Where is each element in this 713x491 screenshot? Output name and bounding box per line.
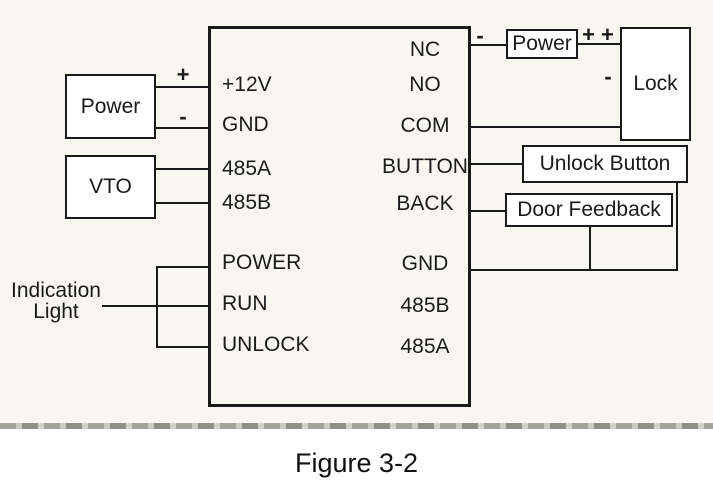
terminal-com: COM (400, 114, 450, 137)
terminal-run-led: RUN (222, 292, 268, 315)
wire-power-minus (156, 127, 208, 129)
lock-power-label: Power (512, 32, 572, 55)
wire-power-to-lock (578, 43, 620, 45)
wire-led-run (102, 305, 208, 307)
controller-box (208, 26, 471, 407)
wire-485b (156, 202, 208, 204)
wire-led-bracket (156, 266, 158, 348)
lock-label: Lock (633, 72, 678, 95)
wire-back (471, 210, 505, 212)
door-feedback-box: Door Feedback (505, 193, 673, 227)
figure-caption: Figure 3-2 (294, 448, 419, 478)
unlock-button-label: Unlock Button (539, 152, 671, 175)
terminal-gnd-right: GND (401, 252, 449, 275)
polarity-power-plus: + (176, 62, 190, 87)
door-feedback-label: Door Feedback (517, 198, 661, 221)
terminal-485a-right: 485A (400, 335, 450, 358)
unlock-button-box: Unlock Button (522, 145, 688, 183)
diagram-page: +12V GND 485A 485B POWER RUN UNLOCK NC N… (0, 0, 713, 423)
terminal-unlock-led: UNLOCK (222, 333, 310, 356)
indication-light-line1: Indication (11, 279, 101, 302)
wire-power-plus (156, 86, 208, 88)
terminal-gnd-left: GND (222, 113, 269, 136)
terminal-power-led: POWER (222, 251, 302, 274)
polarity-lock-minus: - (604, 64, 612, 89)
terminal-back: BACK (396, 192, 454, 215)
polarity-nc-minus: - (476, 23, 484, 48)
lock-power-box: Power (506, 29, 578, 59)
wire-gnd-bus (471, 269, 678, 271)
terminal-485b-right: 485B (400, 294, 450, 317)
page-tear-edge (0, 423, 713, 429)
polarity-power-minus: - (179, 104, 187, 129)
terminal-nc: NC (409, 38, 441, 61)
terminal-button: BUTTON (382, 155, 468, 178)
wire-nc-to-power (471, 44, 506, 46)
power-supply-box: Power (65, 74, 156, 139)
wire-led-unlock (156, 346, 208, 348)
wire-485a (156, 168, 208, 170)
lock-box: Lock (620, 27, 691, 141)
terminal-485a-left: 485A (222, 157, 272, 180)
wire-com-to-lock (471, 126, 620, 128)
wire-unlock-button-drop (676, 183, 678, 271)
terminal-12v: +12V (222, 73, 272, 96)
indication-light-label: Indication Light (6, 280, 106, 322)
power-supply-label: Power (80, 94, 141, 118)
terminal-485b-left: 485B (222, 191, 272, 214)
vto-label: VTO (89, 175, 132, 198)
wire-led-power (156, 266, 208, 268)
vto-box: VTO (65, 155, 156, 219)
terminal-no: NO (409, 73, 441, 96)
indication-light-line2: Light (33, 300, 79, 323)
wire-button (471, 163, 522, 165)
polarity-lock-plus-plus: + + (582, 22, 614, 47)
wire-door-feedback-drop (589, 227, 591, 271)
